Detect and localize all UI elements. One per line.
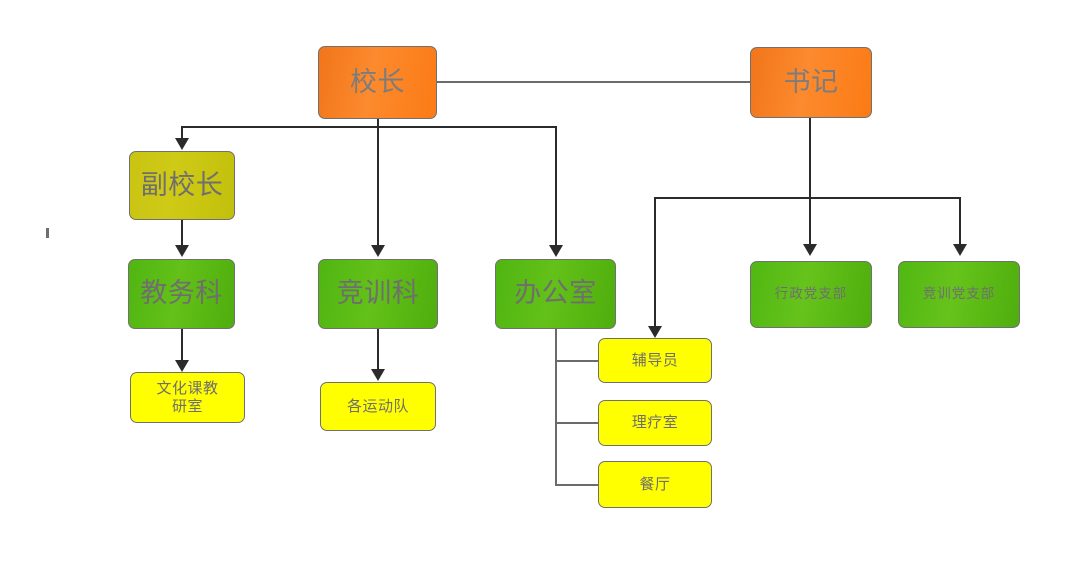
node-physiotherapy-room[interactable]: 理疗室 [598, 400, 712, 446]
node-culture-teaching-room[interactable]: 文化课教 研室 [130, 372, 245, 423]
node-sports-teams[interactable]: 各运动队 [320, 382, 436, 431]
arrow-to-culture-teaching-room [175, 360, 189, 372]
edge-office-counselor-stub [555, 360, 600, 362]
edge-office-physiotherapy-stub [555, 422, 600, 424]
edge-office-canteen-stub [555, 484, 600, 486]
stray-tick-mark [46, 228, 49, 238]
edge-vice-academic [181, 219, 183, 246]
node-secretary[interactable]: 书记 [750, 47, 872, 118]
arrow-to-academic-affairs [175, 245, 189, 257]
arrow-to-vice-principal [175, 138, 189, 150]
arrow-to-admin-party-branch [803, 244, 817, 256]
edge-secretary-stem [809, 117, 811, 199]
node-competition-training[interactable]: 竞训科 [318, 259, 438, 329]
arrow-to-competition-training [371, 245, 385, 257]
arrow-to-training-party-branch [953, 244, 967, 256]
node-academic-affairs[interactable]: 教务科 [128, 259, 235, 329]
edge-principal-stem [377, 118, 379, 127]
edge-principal-office-drop [555, 126, 557, 246]
node-training-party-branch[interactable]: 竞训党支部 [898, 261, 1020, 328]
arrow-to-counselor [648, 326, 662, 338]
edge-academic-culture-room [181, 328, 183, 362]
node-office[interactable]: 办公室 [495, 259, 616, 329]
node-canteen[interactable]: 餐厅 [598, 461, 712, 508]
edge-principal-vice-drop [181, 126, 183, 140]
edge-office-spine [555, 328, 557, 486]
arrow-to-office [549, 245, 563, 257]
edge-secretary-training-branch-drop [959, 197, 961, 245]
edge-secretary-distribution-bar [655, 197, 961, 199]
node-principal[interactable]: 校长 [318, 46, 437, 119]
edge-competition-sports-teams [377, 328, 379, 370]
edge-secretary-counselor-drop [654, 197, 656, 327]
edge-principal-distribution-bar [181, 126, 557, 128]
node-vice-principal[interactable]: 副校长 [129, 151, 235, 220]
node-counselor[interactable]: 辅导员 [598, 338, 712, 383]
edge-principal-secretary [437, 81, 751, 83]
arrow-to-sports-teams [371, 369, 385, 381]
edge-principal-competition-drop [377, 126, 379, 246]
node-admin-party-branch[interactable]: 行政党支部 [750, 261, 872, 328]
edge-secretary-admin-branch-drop [809, 197, 811, 245]
